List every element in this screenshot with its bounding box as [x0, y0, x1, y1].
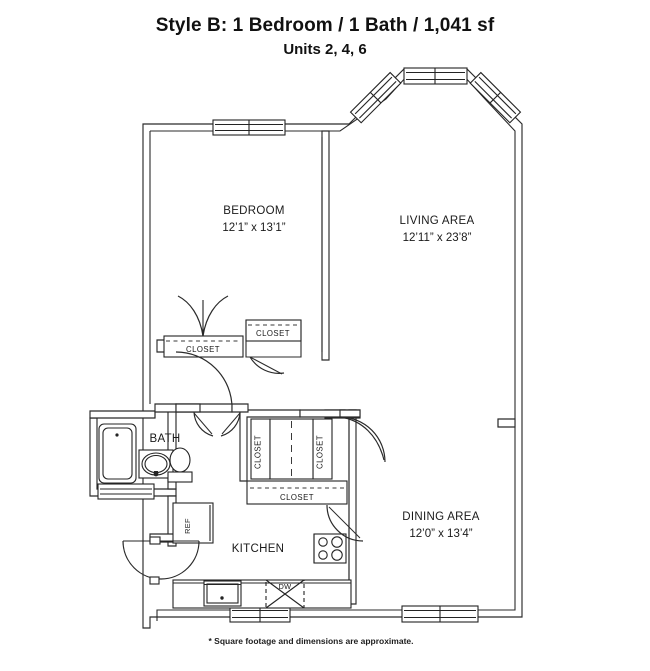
- closet-hall-enclosure: [239, 409, 361, 482]
- door-bath: [175, 403, 249, 437]
- toilet: [167, 447, 193, 483]
- refrigerator: REF: [172, 502, 214, 544]
- window-living-bay-right: [469, 71, 522, 124]
- kitchen-base-cabinets: [172, 579, 352, 609]
- windows: [212, 67, 522, 623]
- bathtub: [98, 423, 137, 484]
- closet-label: CLOSET: [280, 493, 314, 502]
- room-dim-dining: 12’0” x 13’4”: [409, 528, 472, 540]
- window-living-bay-left: [349, 71, 402, 124]
- closet-label: CLOSET: [186, 345, 220, 354]
- title-block: Style B: 1 Bedroom / 1 Bath / 1,041 sf U…: [0, 14, 650, 60]
- window-dining-bottom: [401, 605, 479, 623]
- dishwasher-label: DW: [279, 582, 292, 591]
- door-dining-kitchen: [326, 504, 364, 542]
- closet-hall-lower: CLOSET: [246, 480, 348, 505]
- closet-label: CLOSET: [256, 329, 290, 338]
- bath-shower-step: [97, 483, 155, 500]
- dishwasher: DW: [265, 579, 305, 609]
- room-label-dining: DINING AREA: [402, 511, 479, 523]
- closet-hall-center-opening: [269, 418, 314, 480]
- refrigerator-label: REF: [183, 518, 192, 534]
- kitchen-sink: [203, 580, 242, 607]
- door-entry: [122, 536, 200, 585]
- closet-hall-left: CLOSET: [250, 418, 271, 480]
- closet-label: CLOSET: [254, 435, 263, 469]
- door-living-closet: [339, 416, 386, 463]
- room-label-bath: BATH: [149, 433, 180, 445]
- range-cooktop: [313, 533, 347, 564]
- room-labels: BEDROOM 12’1” x 13’1” LIVING AREA 12’11”…: [222, 205, 479, 540]
- window-kitchen-bottom: [229, 605, 291, 623]
- room-label-bedroom: BEDROOM: [223, 205, 285, 217]
- room-label-living: LIVING AREA: [400, 215, 475, 227]
- bath-vanity-sink: [138, 449, 174, 479]
- closet-hall-right: CLOSET: [312, 418, 333, 480]
- room-label-kitchen: KITCHEN: [232, 543, 285, 555]
- room-dim-bedroom: 12’1” x 13’1”: [222, 222, 285, 234]
- footnote-text: * Square footage and dimensions are appr…: [208, 636, 414, 646]
- closet-label: CLOSET: [316, 435, 325, 469]
- closet-bedroom-small: CLOSET: [245, 319, 302, 375]
- page-subtitle: Units 2, 4, 6: [283, 40, 367, 58]
- living-dining-jog: [497, 418, 516, 428]
- room-dim-living: 12’11” x 23’8”: [403, 232, 472, 244]
- window-living-bay-center: [403, 67, 468, 85]
- page-title: Style B: 1 Bedroom / 1 Bath / 1,041 sf: [155, 15, 495, 36]
- bedroom-walls: [149, 130, 330, 404]
- window-bedroom-top: [212, 119, 286, 136]
- closet-bedroom-main: CLOSET: [163, 295, 244, 358]
